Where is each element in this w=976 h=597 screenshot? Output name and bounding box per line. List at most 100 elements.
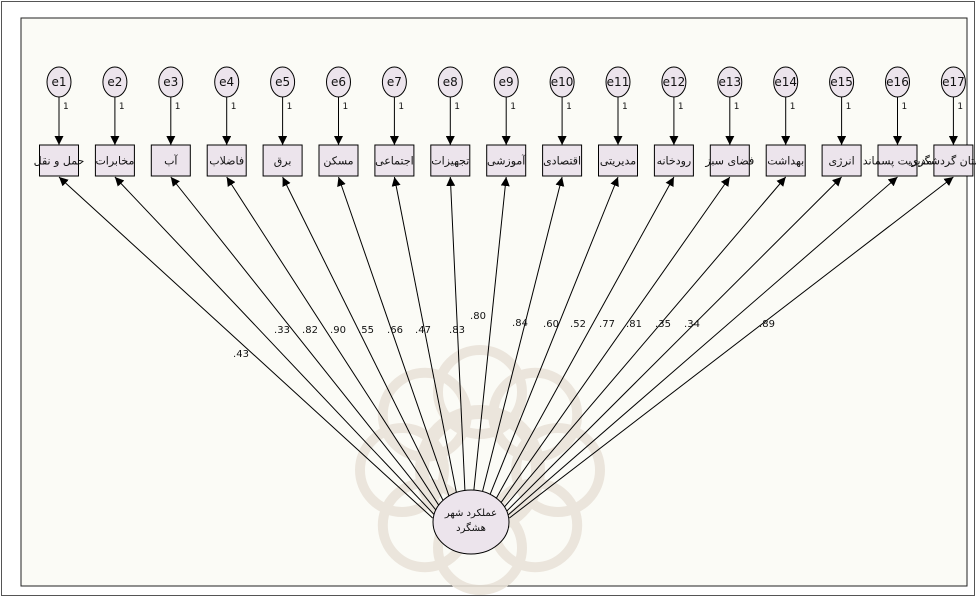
error-path-label: 1 (63, 102, 69, 112)
indicator-box (598, 144, 638, 177)
error-path-label: 1 (734, 102, 740, 112)
latent-label-line2: هشگرد (456, 522, 486, 534)
loading-coefficient: .66 (387, 325, 403, 336)
indicator-box (653, 144, 694, 177)
loading-path-arrow (504, 176, 898, 519)
indicator-box (94, 144, 135, 177)
indicator-label: مدیریت پسماند (863, 155, 933, 168)
indicator-box (206, 144, 247, 177)
indicator-label: مسکن (323, 155, 353, 168)
indicator-label: رودخانه (657, 155, 692, 168)
error-path-label: 1 (790, 102, 796, 112)
loading-coefficient: .55 (358, 325, 374, 336)
indicator-box (374, 144, 415, 177)
error-term-label: e2 (107, 75, 122, 89)
error-path-label: 1 (343, 102, 349, 112)
indicator-box (486, 144, 527, 177)
loading-paths (58, 176, 954, 519)
error-term-label: e4 (219, 75, 234, 89)
loading-path-arrow (509, 176, 954, 519)
error-path-label: 1 (454, 102, 460, 112)
indicator-label: اقتصادی (543, 155, 581, 168)
error-path-label: 1 (175, 102, 181, 112)
error-path-label: 1 (678, 102, 684, 112)
loading-path-arrow (282, 176, 453, 519)
watermark-petal (511, 423, 605, 517)
loading-path-arrow (446, 176, 467, 519)
indicator-box (542, 144, 583, 177)
loading-path-arrow (494, 176, 787, 519)
loading-path-arrow (391, 176, 462, 519)
latent-ellipse (432, 489, 510, 555)
error-path-label: 1 (287, 102, 293, 112)
loading-coefficient: .82 (302, 325, 318, 336)
error-path-label: 1 (846, 102, 852, 112)
loading-coefficient: .60 (543, 319, 559, 330)
loading-coefficient: .34 (684, 319, 700, 330)
watermark-petal (488, 367, 583, 462)
indicator-label: تجهیزات (431, 155, 469, 168)
error-path-label: 1 (622, 102, 628, 112)
watermark-petal (377, 367, 472, 462)
error-term-label: e10 (551, 75, 574, 89)
loading-path-arrow (226, 176, 448, 519)
error-term-label: e8 (443, 75, 458, 89)
loading-path-arrow (470, 176, 510, 519)
indicator-label: آب (164, 154, 178, 168)
loading-path-arrow (484, 176, 675, 519)
indicator-label: آموزشی (487, 154, 526, 168)
loading-coefficient: .52 (570, 319, 586, 330)
loading-coefficient: .81 (626, 319, 642, 330)
loading-path-arrow (489, 176, 731, 519)
loading-coefficients: .43 .33 .82 .90 .55 .66 .47 .83 .80 .84 .60 .52 .77.… (233, 311, 775, 360)
loading-coefficient: .77 (599, 319, 615, 330)
latent-label-line1: عملکرد شهر (444, 508, 497, 519)
error-path-label: 1 (902, 102, 908, 112)
indicator-box (877, 144, 918, 177)
error-term-label: e16 (886, 75, 909, 89)
error-term-label: e6 (331, 75, 346, 89)
loading-path-arrow (170, 176, 443, 519)
loading-path-arrow (480, 176, 619, 519)
indicator-box (765, 144, 806, 177)
loading-coefficient: .43 (233, 349, 249, 360)
error-term-label: e13 (718, 75, 741, 89)
loading-coefficient: .83 (449, 325, 465, 336)
error-path-label: 1 (231, 102, 237, 112)
loading-path-arrow (58, 176, 433, 519)
error-term-label: e5 (275, 75, 290, 89)
indicator-label: انرژی (829, 155, 855, 168)
error-terms: e11e21e31e41e51e61e71e81e91e101e111e121e… (46, 66, 966, 145)
loading-coefficient: .89 (759, 319, 775, 330)
indicator-box (933, 144, 974, 177)
indicator-label: مخابرات (95, 155, 134, 168)
error-term-label: e7 (387, 75, 402, 89)
indicator-label: برق (274, 155, 292, 168)
loading-path-arrow (114, 176, 438, 519)
error-term-label: e3 (163, 75, 178, 89)
loading-coefficient: .84 (512, 318, 528, 329)
loading-coefficient: .35 (655, 319, 671, 330)
indicator-label: شبستان گردشگری (910, 155, 976, 168)
latent-variable: عملکرد شهر هشگرد (432, 489, 510, 555)
indicator-label: مدیریتی (600, 155, 636, 168)
loading-coefficient: .90 (330, 325, 346, 336)
error-path-label: 1 (566, 102, 572, 112)
loading-coefficient: .47 (415, 325, 431, 336)
error-term-label: e17 (942, 75, 965, 89)
loading-coefficient: .80 (470, 311, 486, 322)
error-path-label: 1 (510, 102, 516, 112)
error-term-label: e1 (51, 75, 66, 89)
diagram-frame (20, 17, 968, 587)
indicator-label: فاضلاب (209, 155, 244, 168)
indicator-box (821, 144, 862, 177)
error-term-label: e12 (663, 75, 686, 89)
error-term-label: e9 (499, 75, 514, 89)
indicator-label: بهداشت (767, 155, 804, 168)
indicator-box (430, 144, 471, 177)
loading-coefficient: .33 (274, 325, 290, 336)
indicator-label: حمل و نقل (34, 155, 85, 168)
indicator-label: اجتماعی (375, 155, 414, 168)
